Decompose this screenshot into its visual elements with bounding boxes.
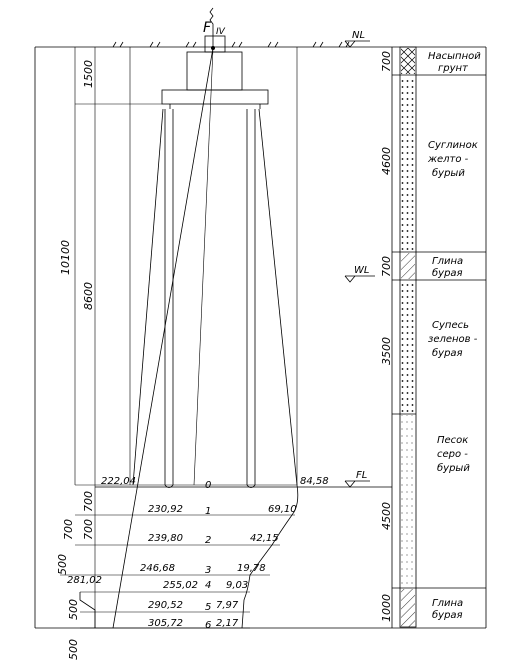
sigma-zp-curve — [241, 484, 299, 629]
sigma-zp-5: 7,97 — [216, 600, 239, 611]
sigma-zp-6: 2,17 — [216, 618, 239, 629]
row-index-0: 0 — [205, 480, 211, 491]
layer-4-line1: Песок — [437, 435, 468, 446]
dim-small-1: 700 — [82, 491, 95, 512]
load-arrow: F IV — [203, 7, 226, 50]
row-index-6: 6 — [205, 620, 211, 631]
layer-5-thickness: 1000 — [380, 594, 393, 622]
row-index-4: 4 — [205, 580, 211, 591]
layer-0-line2: грунт — [438, 63, 469, 74]
stress-sublayer-lines — [60, 514, 295, 629]
layer-5-line2: бурая — [432, 609, 463, 621]
dim-mid: 8600 — [82, 282, 95, 310]
wl-marker: WL — [344, 265, 375, 283]
layer-0-line1: Насыпной — [428, 51, 481, 62]
layer-3-line3: бурая — [432, 347, 463, 359]
sigma-zg-2: 239,80 — [148, 533, 183, 544]
diagonal-line-right — [193, 47, 214, 486]
soil-layer-labels: 700 Насыпной грунт 4600 Суглинок желто -… — [380, 51, 481, 622]
nl-label: NL — [352, 30, 365, 41]
layer-2-line2: бурая — [432, 267, 463, 279]
sigma-zp-0: 84,58 — [300, 476, 329, 487]
layer-1-line1: Суглинок — [428, 140, 478, 151]
soil-column — [391, 46, 487, 629]
dim-total: 10100 — [59, 240, 72, 275]
row-index-5: 5 — [205, 602, 211, 613]
dim-small-2: 700 — [62, 519, 75, 540]
left-dimension-labels: 10100 1500 8600 700 700 700 500 500 500 — [56, 60, 95, 660]
layer-2-line1: Глина — [432, 256, 463, 267]
layer-4-thickness: 4500 — [380, 502, 393, 530]
row-index-3: 3 — [205, 565, 211, 576]
layer-1-line2: желто - — [427, 154, 469, 165]
sigma-zp-2: 42,15 — [250, 533, 279, 544]
dimension-lines — [74, 47, 298, 628]
layer-2-thickness: 700 — [380, 256, 393, 277]
row-index-2: 2 — [205, 535, 211, 546]
fl-label: FL — [356, 470, 367, 481]
sigma-zp-4: 9,03 — [226, 580, 248, 591]
nl-marker: NL — [344, 30, 370, 48]
sigma-zg-5: 290,52 — [148, 600, 183, 611]
layer-4-line3: бурый — [437, 462, 470, 474]
sigma-zp-1: 69,10 — [268, 504, 297, 515]
dim-small-3: 700 — [82, 519, 95, 540]
layer-4-line2: серо - — [437, 449, 468, 460]
sigma-zg-1: 230,92 — [148, 504, 183, 515]
layer-1-line3: бурый — [432, 167, 465, 179]
dim-top: 1500 — [82, 60, 95, 88]
layer-5-line1: Глина — [432, 598, 463, 609]
wl-label: WL — [354, 265, 369, 276]
sigma-zp-3: 19,78 — [237, 563, 266, 574]
sigma-zg-6: 305,72 — [148, 618, 183, 629]
layer-3-line2: зеленов - — [428, 334, 478, 345]
load-subscript: IV — [216, 27, 226, 37]
sigma-zg-4: 255,02 — [163, 580, 198, 591]
extra-value: 281,02 — [67, 575, 102, 586]
sigma-zg-3: 246,68 — [140, 563, 175, 574]
layer-0-thickness: 700 — [380, 51, 393, 72]
dim-small-4: 500 — [56, 554, 69, 575]
row-index-1: 1 — [205, 506, 211, 517]
stress-values: 222,04 0 84,58 230,92 1 69,10 239,80 2 4… — [67, 476, 329, 631]
layer-1-thickness: 4600 — [380, 147, 393, 175]
sigma-zg-0: 222,04 — [101, 476, 136, 487]
dim-small-5: 500 — [67, 599, 80, 620]
layer-3-thickness: 3500 — [380, 337, 393, 365]
diagonal-line-left — [112, 47, 214, 629]
fl-marker: FL — [95, 470, 392, 488]
sigma-zg-curve — [79, 592, 96, 628]
dim-small-6: 500 — [67, 639, 80, 660]
layer-3-line1: Супесь — [432, 320, 469, 331]
ground-hatch-marks — [112, 41, 350, 48]
load-label: F — [203, 20, 212, 36]
